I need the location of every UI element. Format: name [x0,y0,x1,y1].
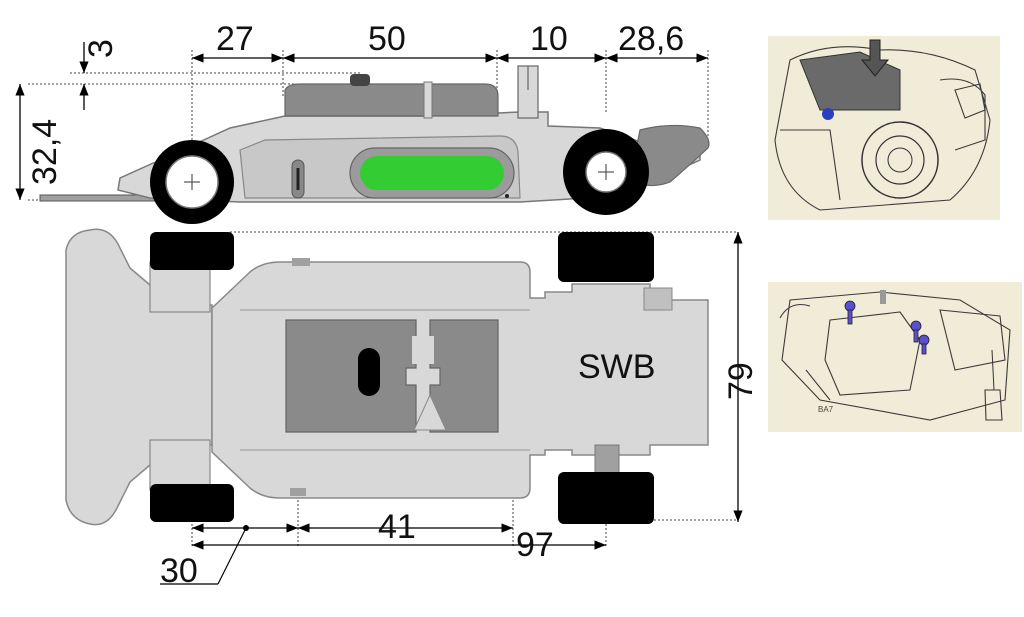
top-view: SWB 79 41 97 30 [65,228,760,590]
dim-41: 41 [378,508,416,546]
front-right-tire [150,484,234,522]
dim-10: 10 [530,20,568,58]
dim-97: 97 [516,526,554,564]
dim-50: 50 [368,20,406,58]
front-wheel-side [150,140,234,224]
dim-28-6: 28,6 [618,20,684,58]
photo-label: BA7 [818,405,834,414]
top-knob [350,74,370,86]
rear-left-tire [558,232,654,282]
dim-3: 3 [82,39,120,58]
dim-79: 79 [722,362,760,400]
dim-27: 27 [216,20,254,58]
dim-32-4: 32,4 [26,119,64,185]
side-view: 27 50 10 28,6 3 32,4 [15,20,710,224]
rear-right-tire [558,472,654,524]
rear-wheel-side [563,129,649,215]
assembly-photo-bottom: BA7 [768,282,1022,432]
dim-30: 30 [160,552,198,590]
center-slot [358,348,380,396]
chassis-label: SWB [578,348,655,386]
front-left-tire [150,232,234,270]
front-wing [65,228,213,526]
motor-block-right [429,319,499,433]
assembly-photo-top [768,36,1000,220]
motor-block-left [285,319,417,433]
rear-nose [629,124,710,187]
motor-housing [284,83,499,117]
green-window [360,156,504,190]
center-post [423,81,433,119]
